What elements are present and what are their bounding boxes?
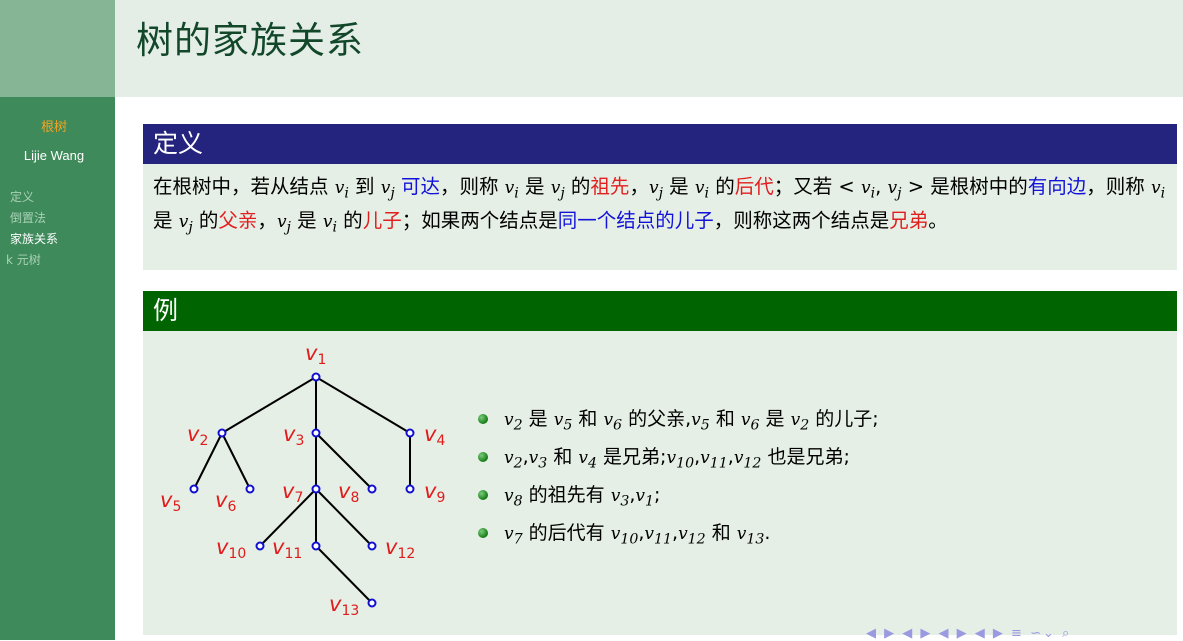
tree-node-v1 [311, 372, 321, 382]
example-block-title: 例 [143, 291, 1177, 331]
example-bullet: v2,v3 和 v4 是兄弟;v10,v11,v12 也是兄弟; [474, 444, 879, 482]
sidebar-nav: 定义 倒置法 家族关系 k 元树 [6, 187, 59, 271]
example-bullet: v7 的后代有 v10,v11,v12 和 v13. [474, 520, 879, 558]
definition-block-title: 定义 [143, 124, 1177, 164]
tree-label-v9: v9 [424, 479, 445, 506]
tree-label-v2: v2 [187, 422, 208, 449]
sidebar-item-definition[interactable]: 定义 [10, 190, 35, 204]
definition-text: 在根树中，若从结点 vi 到 vj 可达，则称 vi 是 vj 的祖先，vj 是… [153, 175, 1166, 236]
tree-label-v12: v12 [385, 535, 415, 562]
bullet-icon [478, 528, 488, 538]
example-bullet: v2 是 v5 和 v6 的父亲,v5 和 v6 是 v2 的儿子; [474, 406, 879, 444]
tree-label-v7: v7 [282, 479, 303, 506]
tree-label-v5: v5 [160, 488, 181, 515]
tree-edge [259, 488, 317, 547]
tree-edge [221, 376, 317, 434]
tree-node-v12 [367, 541, 377, 551]
sidebar-author[interactable]: Lijie Wang [23, 148, 85, 163]
tree-edge [193, 432, 223, 490]
beamer-navigation-symbols[interactable]: ◀ ▶ ◀ ▶ ◀ ▶ ◀ ▶ ≡ ∽⌄ ⌕ [866, 626, 1072, 641]
tree-label-v6: v6 [215, 488, 236, 515]
tree-label-v13: v13 [329, 592, 359, 619]
tree-edge [221, 432, 251, 490]
header-band [115, 0, 1183, 97]
tree-edge [315, 432, 373, 490]
tree-label-v1: v1 [305, 341, 326, 368]
tree-node-v2 [217, 428, 227, 438]
tree-node-v5 [189, 484, 199, 494]
tree-edge [315, 376, 411, 434]
sidebar [0, 97, 115, 640]
bullet-icon [478, 414, 488, 424]
sidebar-top-band [0, 0, 115, 97]
sidebar-item-family[interactable]: 家族关系 [10, 232, 59, 246]
tree-node-v3 [311, 428, 321, 438]
tree-diagram: v1 v2 v3 v4 v5 v6 v7 v8 v9 v10 v11 v12 v… [160, 341, 445, 619]
bullet-icon [478, 490, 488, 500]
tree-edge [315, 545, 373, 604]
example-bullets: v2 是 v5 和 v6 的父亲,v5 和 v6 是 v2 的儿子; v2,v3… [474, 406, 879, 558]
tree-node-v9 [405, 484, 415, 494]
definition-block-body [143, 164, 1177, 270]
sidebar-section-title[interactable]: 根树 [40, 120, 67, 135]
tree-edge [315, 488, 373, 547]
tree-label-v8: v8 [338, 479, 359, 506]
tree-node-v7 [311, 484, 321, 494]
tree-node-v10 [255, 541, 265, 551]
bullet-icon [478, 452, 488, 462]
tree-node-v6 [245, 484, 255, 494]
page-title: 树的家族关系 [136, 19, 364, 62]
example-bullet: v8 的祖先有 v3,v1; [474, 482, 879, 520]
tree-node-v11 [311, 541, 321, 551]
sidebar-item-k-ary-tree[interactable]: k 元树 [6, 253, 41, 267]
tree-label-v3: v3 [283, 422, 304, 449]
tree-label-v10: v10 [216, 535, 246, 562]
tree-label-v4: v4 [424, 422, 445, 449]
tree-label-v11: v11 [272, 535, 302, 562]
tree-node-v8 [367, 484, 377, 494]
sidebar-item-inversion[interactable]: 倒置法 [10, 211, 47, 225]
tree-node-v4 [405, 428, 415, 438]
tree-node-v13 [367, 598, 377, 608]
